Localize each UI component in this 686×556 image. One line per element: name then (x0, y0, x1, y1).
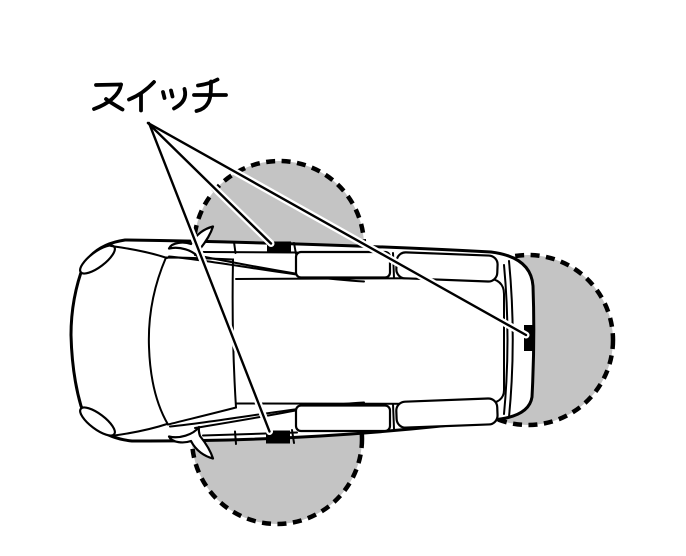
hood-seam-upper (110, 245, 168, 259)
sliding-door-window-lower (294, 404, 392, 433)
upper-sliding-door-switch (267, 241, 291, 253)
windshield (147, 256, 238, 426)
quarter-window-lower (395, 397, 499, 429)
headlight-lower-icon (79, 406, 116, 437)
sliding-door-window-upper (294, 250, 392, 279)
door-seam-lower-front (234, 430, 237, 445)
pillar-seam-lower (392, 403, 395, 430)
beltline-upper-outer (168, 255, 365, 283)
tailgate-seam-inner (503, 264, 509, 415)
door-seam-lower-rear (291, 429, 295, 444)
door-seam-upper-rear (293, 242, 297, 255)
beltline-lower-inner (194, 409, 299, 429)
leader-line-upper-switch (146, 121, 273, 245)
leader-lines (144, 119, 530, 435)
tailgate-seam-outer (508, 260, 514, 418)
switch-label-glyphs (92, 77, 228, 113)
car-top-view (69, 225, 536, 460)
door-seam-upper-front (233, 241, 237, 254)
switch-label: スイッチ (92, 77, 228, 113)
leader-line-back-switch (146, 121, 528, 337)
hood-seam-lower (110, 423, 168, 437)
back-door-switch (524, 325, 533, 351)
side-mirror-lower-icon (167, 425, 215, 460)
leader-line-lower-switch (147, 121, 271, 433)
